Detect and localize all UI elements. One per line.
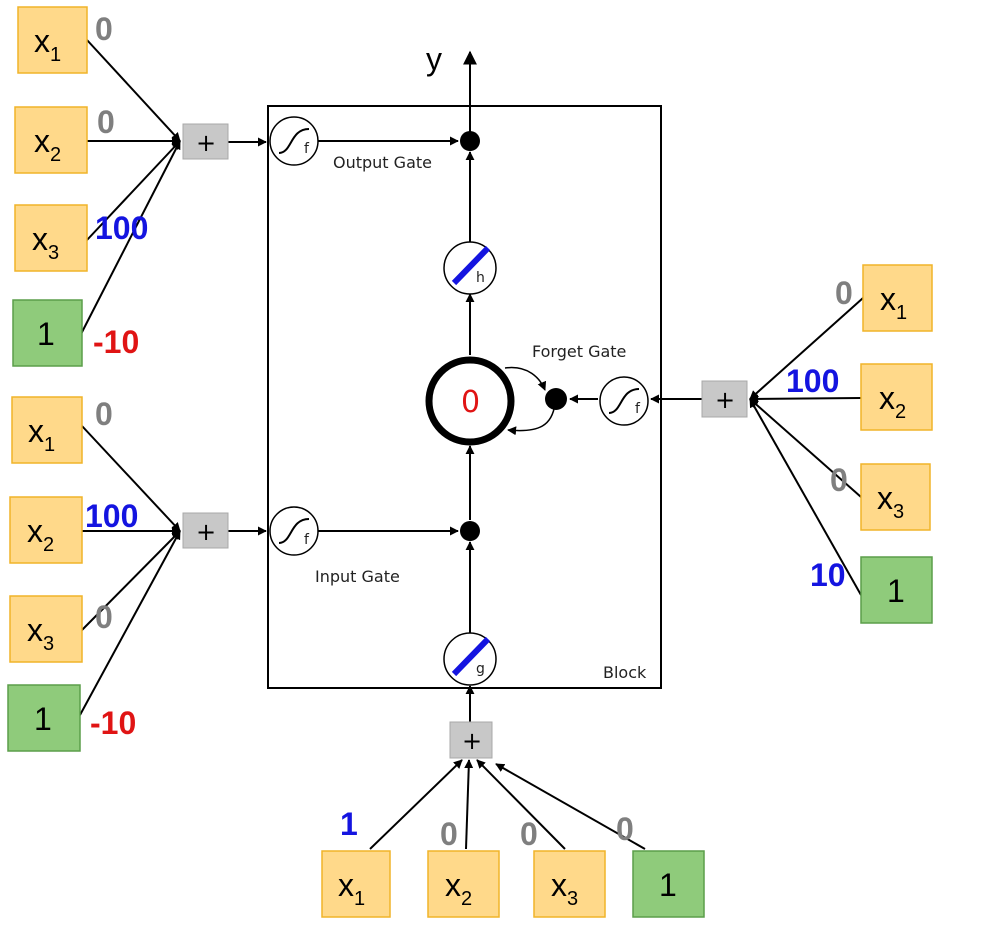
ig-x3-connection [81, 530, 181, 631]
output-gate-sigmoid-sub: f [304, 141, 310, 157]
ci-x1-connection [369, 759, 463, 850]
og-input-x1: x1 [17, 6, 88, 74]
ci-x2-connection [464, 759, 474, 850]
fg-input-bias: 1 [860, 556, 933, 624]
weight-fg-x3: 0 [830, 462, 848, 498]
svg-text:x1: x1 [338, 867, 365, 910]
input-gate-label: Input Gate [315, 567, 400, 586]
ci-x3-connection [476, 759, 566, 850]
ci-input-bias: 1 [632, 850, 705, 918]
og-x1-connection [86, 39, 181, 142]
ig-input-x1: x1 [11, 396, 83, 464]
svg-text:1: 1 [37, 316, 55, 352]
cell-self-loop-out [504, 366, 547, 391]
fg-input-x2: x2 [860, 363, 933, 431]
weight-og-x2: 0 [97, 104, 115, 140]
svg-text:x3: x3 [32, 221, 59, 264]
og-input-x2: x2 [14, 106, 88, 174]
ig-x1-connection [81, 425, 181, 532]
forget-multiply-dot [545, 388, 567, 410]
sigmoid-curve-icon [278, 518, 310, 544]
weight-ci-x1: 1 [340, 806, 358, 842]
input-multiply-dot [460, 521, 480, 541]
svg-text:x2: x2 [34, 123, 61, 166]
g-sub: g [476, 661, 485, 677]
cell-self-loop-in [507, 403, 556, 436]
output-gate-sigmoid-icon [269, 116, 319, 166]
cell-input-sum: + [449, 721, 493, 759]
cell-state [425, 356, 515, 446]
svg-text:1: 1 [659, 867, 677, 903]
weight-ci-x3: 0 [520, 816, 538, 852]
input-gate-sigmoid-icon [269, 506, 319, 556]
weight-ig-x2: 100 [85, 498, 138, 534]
fg-input-x3: x3 [860, 463, 931, 531]
svg-text:x1: x1 [34, 23, 61, 66]
sigmoid-curve-icon [278, 128, 310, 154]
og-input-x3: x3 [14, 204, 88, 272]
input-gate-sigmoid-sub: f [304, 532, 310, 548]
og-input-bias: 1 [12, 299, 83, 367]
svg-text:x3: x3 [877, 480, 904, 523]
fg-x2-connection [749, 394, 862, 404]
fg-input-x1: x1 [862, 264, 933, 332]
svg-text:1: 1 [887, 573, 905, 609]
block-frame [267, 105, 662, 689]
weight-ci-bias: 0 [616, 811, 634, 847]
svg-text:1: 1 [34, 701, 52, 737]
weight-ig-bias: -10 [90, 705, 136, 741]
svg-text:x2: x2 [27, 513, 54, 556]
og-x3-connection [86, 140, 181, 241]
svg-text:x3: x3 [27, 612, 54, 655]
svg-text:x2: x2 [879, 380, 906, 423]
sum-plus: + [715, 386, 735, 414]
fg-bias-connection [749, 398, 862, 596]
weight-og-x1: 0 [95, 11, 113, 47]
ci-input-x3: x3 [533, 850, 606, 918]
ci-bias-connection [495, 763, 646, 850]
block-label: Block [603, 663, 647, 682]
weight-fg-x2: 100 [786, 363, 839, 399]
output-gate-label: Output Gate [333, 153, 432, 172]
sum-plus: + [462, 727, 482, 755]
weight-ig-x3: 0 [95, 599, 113, 635]
svg-text:x2: x2 [445, 867, 472, 910]
fg-x1-connection [749, 297, 864, 400]
forget-gate-sum: + [701, 380, 748, 418]
og-bias-connection [79, 140, 181, 337]
weight-og-bias: -10 [93, 324, 139, 360]
g-slash-icon [451, 636, 491, 677]
sum-plus: + [196, 129, 216, 157]
weight-ci-x2: 0 [440, 816, 458, 852]
output-label: y [426, 41, 442, 77]
ci-input-x2: x2 [427, 850, 500, 918]
svg-text:x1: x1 [28, 413, 55, 456]
output-multiply-dot [460, 131, 480, 151]
h-sub: h [476, 270, 485, 286]
weight-fg-bias: 10 [810, 557, 846, 593]
forget-gate-sigmoid-icon [599, 376, 649, 426]
fg-x3-connection [749, 398, 862, 498]
output-gate-sum: + [182, 123, 267, 160]
cell-state-value: 0 [461, 385, 480, 420]
ig-input-x2: x2 [9, 496, 83, 564]
ig-bias-connection [79, 530, 181, 716]
ci-input-x1: x1 [321, 850, 391, 918]
ig-input-bias: 1 [7, 684, 81, 752]
svg-text:x1: x1 [880, 281, 907, 324]
forget-gate-label: Forget Gate [532, 342, 626, 361]
sum-plus: + [196, 518, 216, 546]
weight-ig-x1: 0 [95, 396, 113, 432]
sigmoid-curve-icon [608, 388, 640, 414]
input-gate-sum: + [182, 512, 267, 549]
ig-input-x3: x3 [9, 595, 83, 663]
forget-gate-sigmoid-sub: f [635, 401, 641, 417]
weight-fg-x1: 0 [835, 275, 853, 311]
svg-text:x3: x3 [551, 867, 578, 910]
h-slash-icon [451, 245, 491, 286]
weight-og-x3: 100 [95, 210, 148, 246]
